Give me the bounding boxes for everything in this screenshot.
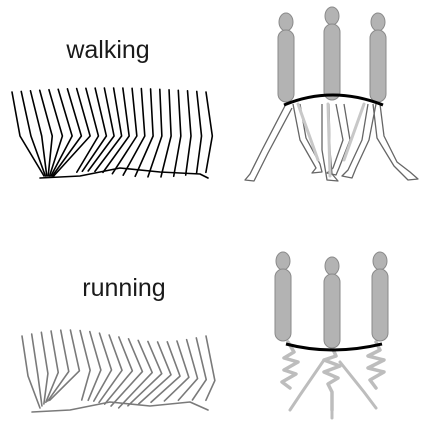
stick-leg (196, 91, 201, 173)
stick-leg (30, 91, 46, 176)
stick-leg (32, 334, 42, 406)
running-panel: running (22, 252, 388, 418)
walking-panel: walking (12, 7, 418, 181)
running-label: running (82, 274, 165, 302)
stick-leg (12, 92, 44, 176)
stick-leg (186, 91, 191, 175)
walking-label: walking (65, 36, 149, 64)
walking-torso-figures (278, 7, 386, 102)
stick-leg (148, 89, 162, 177)
walking-body-model (245, 7, 418, 181)
running-torso-figures (275, 252, 388, 348)
walking-leg-outlines (245, 102, 418, 181)
stick-leg (174, 90, 181, 176)
stick-leg (52, 89, 81, 176)
stick-leg (94, 333, 112, 401)
stick-leg (46, 331, 58, 402)
stick-leg (95, 88, 122, 171)
stick-leg (50, 330, 80, 400)
stick-leg (206, 336, 215, 400)
walking-stick-figure-sequence (12, 88, 212, 178)
running-body-model (275, 252, 388, 418)
stick-leg (41, 332, 48, 404)
stick-leg (178, 340, 197, 401)
stick-leg (82, 88, 106, 171)
stick-leg (105, 337, 133, 404)
running-stick-figure-sequence (22, 330, 215, 412)
stick-leg (206, 92, 212, 172)
running-spring-legs (282, 342, 384, 418)
stick-leg (88, 88, 114, 171)
stick-leg (151, 342, 180, 402)
stick-leg (88, 332, 101, 401)
stick-leg (80, 331, 90, 400)
